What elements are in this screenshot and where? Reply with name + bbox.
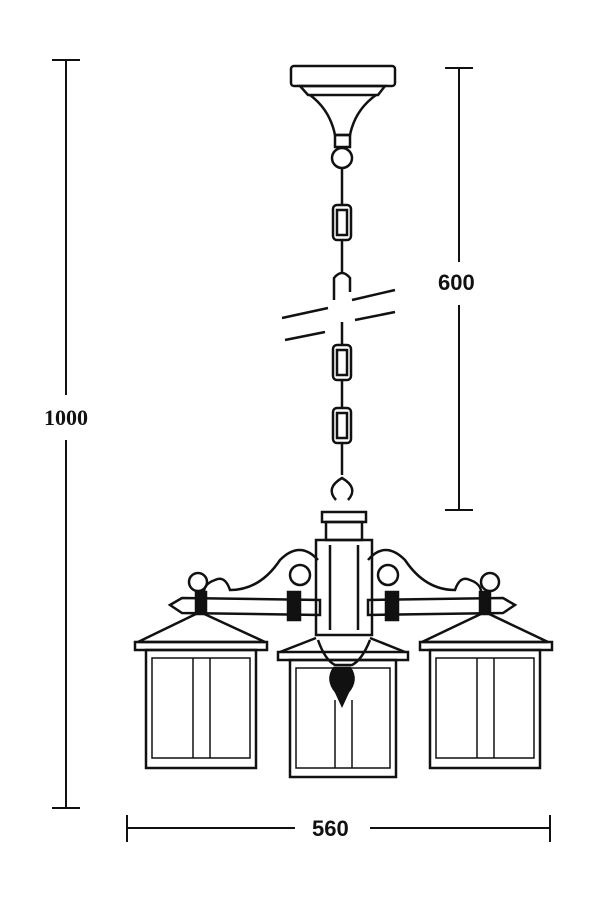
- width-dimension-label: 560: [312, 816, 349, 841]
- height-dimension-label: 1000: [44, 405, 88, 430]
- center-body: [314, 510, 374, 708]
- ceiling-canopy: [289, 64, 397, 149]
- lantern-center: [276, 636, 410, 779]
- chain: [281, 146, 396, 501]
- dimension-chain-line: [445, 67, 473, 511]
- lantern-left: [133, 610, 269, 770]
- chain-dimension-label: 600: [438, 270, 475, 295]
- arms: [167, 548, 518, 622]
- lantern-right: [418, 610, 554, 770]
- dimension-width-line: [126, 815, 551, 842]
- dimension-height-line: [52, 59, 80, 809]
